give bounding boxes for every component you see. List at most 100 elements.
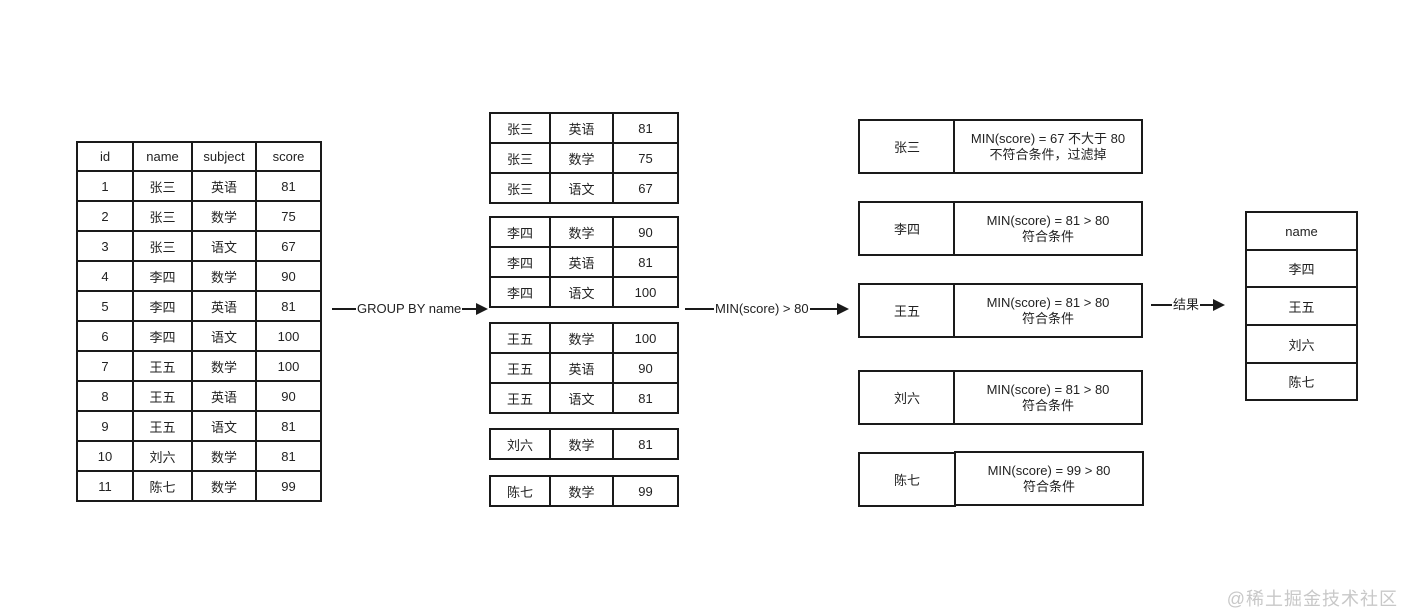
group-cell-score: 81 <box>612 428 679 460</box>
group-cell-name: 李四 <box>489 216 551 248</box>
evaluation-line2: 符合条件 <box>1021 310 1074 326</box>
source-header-name: name <box>132 141 193 172</box>
source-header-score: score <box>255 141 322 172</box>
source-cell-score: 100 <box>255 320 322 352</box>
source-cell-score: 67 <box>255 230 322 262</box>
result-header-name: name <box>1245 211 1358 251</box>
group-cell-subject: 数学 <box>549 428 614 460</box>
source-cell-name: 李四 <box>132 320 193 352</box>
source-cell-score: 90 <box>255 260 322 292</box>
group-cell-name: 王五 <box>489 322 551 354</box>
evaluation-line2: 符合条件 <box>1022 478 1075 494</box>
source-cell-id: 10 <box>76 440 134 472</box>
group-cell-name: 张三 <box>489 172 551 204</box>
group-cell-subject: 数学 <box>549 322 614 354</box>
evaluation-name: 李四 <box>858 201 956 256</box>
source-cell-score: 81 <box>255 410 322 442</box>
evaluation-line2: 符合条件 <box>1021 397 1074 413</box>
evaluation-detail: MIN(score) = 99 > 80 符合条件 <box>954 451 1144 506</box>
result-cell: 刘六 <box>1245 324 1358 364</box>
group-cell-name: 李四 <box>489 246 551 278</box>
result-label: 结果 <box>1172 297 1201 313</box>
group-cell-score: 100 <box>612 322 679 354</box>
source-cell-name: 陈七 <box>132 470 193 502</box>
evaluation-line1: MIN(score) = 67 不大于 80 <box>970 130 1126 146</box>
group-cell-score: 100 <box>612 276 679 308</box>
source-cell-subject: 数学 <box>191 470 257 502</box>
source-cell-subject: 语文 <box>191 410 257 442</box>
evaluation-name: 刘六 <box>858 370 956 425</box>
source-cell-name: 张三 <box>132 230 193 262</box>
source-cell-name: 王五 <box>132 380 193 412</box>
group-cell-score: 81 <box>612 112 679 144</box>
group-cell-subject: 数学 <box>549 142 614 174</box>
group-cell-subject: 英语 <box>549 246 614 278</box>
having-label: MIN(score) > 80 <box>714 301 810 317</box>
group-cell-score: 90 <box>612 216 679 248</box>
source-header-subject: subject <box>191 141 257 172</box>
evaluation-line2: 不符合条件，过滤掉 <box>989 146 1107 162</box>
group-cell-score: 81 <box>612 246 679 278</box>
evaluation-line1: MIN(score) = 81 > 80 <box>986 212 1110 228</box>
evaluation-detail: MIN(score) = 67 不大于 80 不符合条件，过滤掉 <box>953 119 1143 174</box>
source-cell-score: 81 <box>255 170 322 202</box>
source-cell-subject: 数学 <box>191 350 257 382</box>
group-cell-score: 67 <box>612 172 679 204</box>
group-cell-subject: 数学 <box>549 475 614 507</box>
source-cell-id: 2 <box>76 200 134 232</box>
watermark: @稀土掘金技术社区 <box>1226 589 1398 609</box>
source-cell-subject: 数学 <box>191 440 257 472</box>
group-cell-name: 张三 <box>489 142 551 174</box>
evaluation-detail: MIN(score) = 81 > 80 符合条件 <box>953 283 1143 338</box>
source-cell-name: 王五 <box>132 410 193 442</box>
source-cell-subject: 数学 <box>191 260 257 292</box>
source-cell-subject: 语文 <box>191 320 257 352</box>
evaluation-name: 张三 <box>858 119 956 174</box>
source-cell-subject: 英语 <box>191 380 257 412</box>
source-cell-name: 张三 <box>132 170 193 202</box>
group-by-label: GROUP BY name <box>356 301 463 317</box>
evaluation-detail: MIN(score) = 81 > 80 符合条件 <box>953 370 1143 425</box>
group-cell-subject: 英语 <box>549 112 614 144</box>
group-cell-name: 李四 <box>489 276 551 308</box>
source-cell-id: 9 <box>76 410 134 442</box>
source-cell-name: 王五 <box>132 350 193 382</box>
source-cell-name: 李四 <box>132 260 193 292</box>
source-cell-id: 11 <box>76 470 134 502</box>
source-cell-subject: 英语 <box>191 170 257 202</box>
source-cell-score: 75 <box>255 200 322 232</box>
evaluation-name: 王五 <box>858 283 956 338</box>
source-cell-id: 8 <box>76 380 134 412</box>
group-cell-score: 99 <box>612 475 679 507</box>
evaluation-line1: MIN(score) = 81 > 80 <box>986 381 1110 397</box>
group-cell-subject: 语文 <box>549 276 614 308</box>
source-cell-score: 81 <box>255 440 322 472</box>
evaluation-line1: MIN(score) = 99 > 80 <box>987 462 1111 478</box>
result-cell: 李四 <box>1245 249 1358 288</box>
result-cell: 陈七 <box>1245 362 1358 401</box>
source-cell-id: 4 <box>76 260 134 292</box>
evaluation-detail: MIN(score) = 81 > 80 符合条件 <box>953 201 1143 256</box>
group-cell-score: 75 <box>612 142 679 174</box>
group-cell-name: 王五 <box>489 382 551 414</box>
source-cell-score: 99 <box>255 470 322 502</box>
arrow-head-icon <box>837 303 849 315</box>
group-cell-subject: 英语 <box>549 352 614 384</box>
source-cell-score: 100 <box>255 350 322 382</box>
source-cell-name: 张三 <box>132 200 193 232</box>
source-cell-id: 6 <box>76 320 134 352</box>
group-cell-name: 王五 <box>489 352 551 384</box>
group-cell-score: 81 <box>612 382 679 414</box>
group-cell-score: 90 <box>612 352 679 384</box>
source-cell-name: 李四 <box>132 290 193 322</box>
group-cell-name: 张三 <box>489 112 551 144</box>
evaluation-line1: MIN(score) = 81 > 80 <box>986 294 1110 310</box>
evaluation-name: 陈七 <box>858 452 956 507</box>
source-cell-name: 刘六 <box>132 440 193 472</box>
evaluation-line2: 符合条件 <box>1021 228 1074 244</box>
source-cell-id: 1 <box>76 170 134 202</box>
group-cell-subject: 语文 <box>549 172 614 204</box>
source-cell-subject: 数学 <box>191 200 257 232</box>
source-cell-score: 90 <box>255 380 322 412</box>
source-cell-subject: 语文 <box>191 230 257 262</box>
